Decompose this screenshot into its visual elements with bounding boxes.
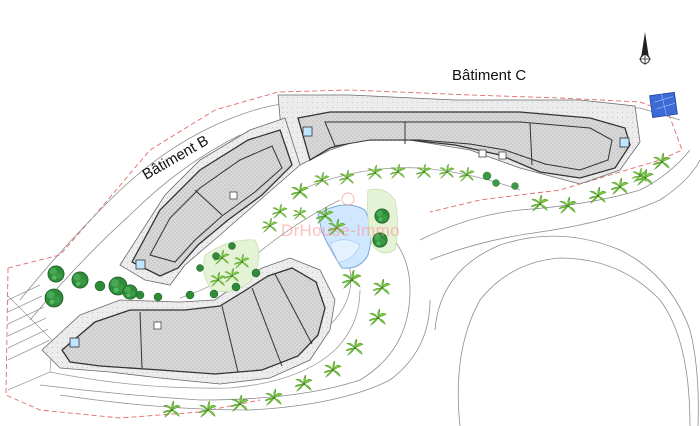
round-tree-icon	[44, 288, 64, 308]
palm-tree-icon	[339, 170, 355, 185]
palm-tree-icon	[559, 197, 577, 214]
palm-tree-icon	[262, 218, 278, 233]
palm-tree-icon	[295, 375, 313, 392]
palm-tree-icon	[390, 164, 406, 179]
palm-tree-icon	[346, 339, 364, 356]
palm-tree-icon	[439, 164, 455, 179]
palm-tree-icon	[324, 361, 342, 378]
palm-tree-icon	[272, 204, 288, 219]
building-a	[41, 257, 336, 385]
palm-tree-icon	[611, 178, 629, 195]
palm-tree-icon	[293, 207, 307, 220]
parking-area	[7, 284, 53, 391]
palm-tree-icon	[314, 172, 330, 187]
watermark: DrHouse-Immo	[281, 192, 400, 240]
building-c-label: Bâtiment C	[452, 67, 526, 84]
round-tree-icon	[71, 271, 89, 289]
palm-tree-icon	[342, 270, 362, 289]
round-tree-icon	[47, 265, 65, 283]
palm-tree-icon	[416, 164, 432, 179]
palm-tree-icon	[373, 279, 391, 296]
palm-tree-icon	[367, 165, 383, 180]
palm-tree-icon	[589, 187, 607, 204]
north-arrow-icon	[639, 32, 651, 65]
palm-tree-icon	[369, 309, 387, 326]
palm-tree-icon	[291, 183, 309, 200]
round-tree-icon	[122, 284, 138, 300]
hedge-row	[94, 242, 261, 302]
shrub-row	[482, 171, 519, 190]
solar-panel-icon	[649, 91, 678, 119]
watermark-text: DrHouse-Immo	[281, 221, 400, 240]
building-b	[119, 117, 301, 286]
palm-tree-icon	[459, 167, 475, 182]
property-boundary	[5, 89, 683, 419]
building-c	[277, 94, 641, 185]
